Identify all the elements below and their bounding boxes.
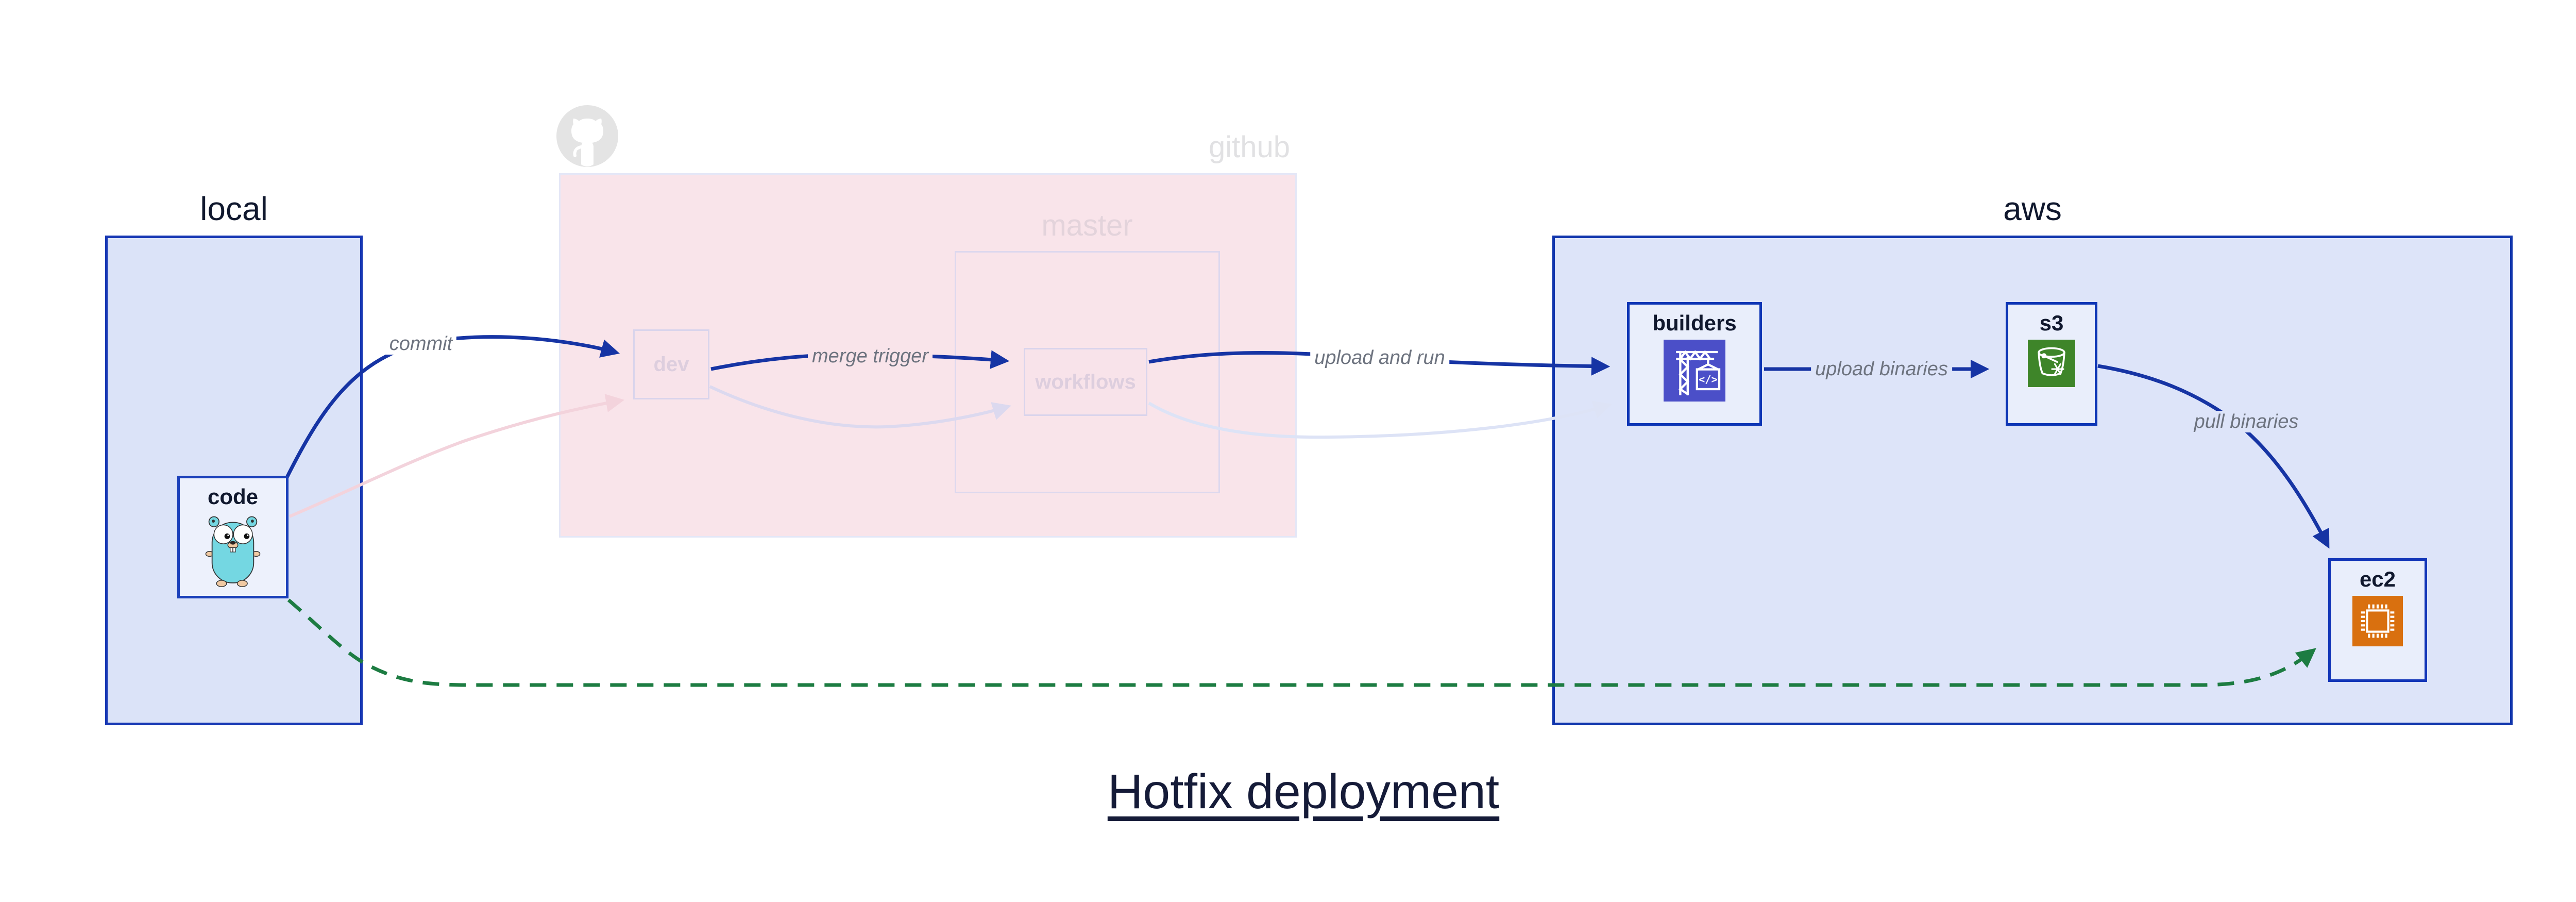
aws-ec2-icon [2352, 596, 2403, 649]
edge-upload-binaries-label: upload binaries [1811, 358, 1952, 380]
node-code-label: code [207, 485, 259, 509]
edge-pull-binaries-label: pull binaries [2190, 411, 2303, 432]
node-dev-label: dev [653, 353, 689, 376]
edge-upload-and-run-label: upload and run [1310, 347, 1449, 369]
edge-commit-label: commit [385, 333, 457, 355]
cluster-local-label: local [200, 190, 268, 227]
node-s3-label: s3 [2039, 311, 2064, 335]
cluster-master [955, 251, 1220, 493]
node-code: code [177, 476, 289, 598]
cluster-github-label: github [1208, 130, 1290, 164]
cluster-aws-label: aws [2003, 190, 2062, 227]
codebuild-code-glyph: </> [1699, 373, 1718, 386]
aws-s3-glacier-icon [2028, 340, 2075, 390]
edge-merge-trigger-label: merge trigger [808, 345, 933, 367]
github-octocat-icon [556, 105, 618, 167]
aws-codebuild-icon: </> [1664, 340, 1725, 404]
go-gopher-icon [205, 513, 261, 591]
diagram-title: Hotfix deployment [1107, 764, 1500, 819]
node-builders: builders </> [1627, 302, 1762, 426]
node-dev: dev [633, 329, 709, 399]
node-ec2: ec2 [2328, 558, 2427, 682]
node-ec2-label: ec2 [2359, 567, 2396, 591]
cluster-master-label: master [1041, 209, 1133, 242]
node-builders-label: builders [1652, 311, 1737, 335]
node-s3: s3 [2006, 302, 2097, 426]
node-workflows: workflows [1024, 348, 1147, 416]
node-workflows-label: workflows [1035, 370, 1136, 393]
